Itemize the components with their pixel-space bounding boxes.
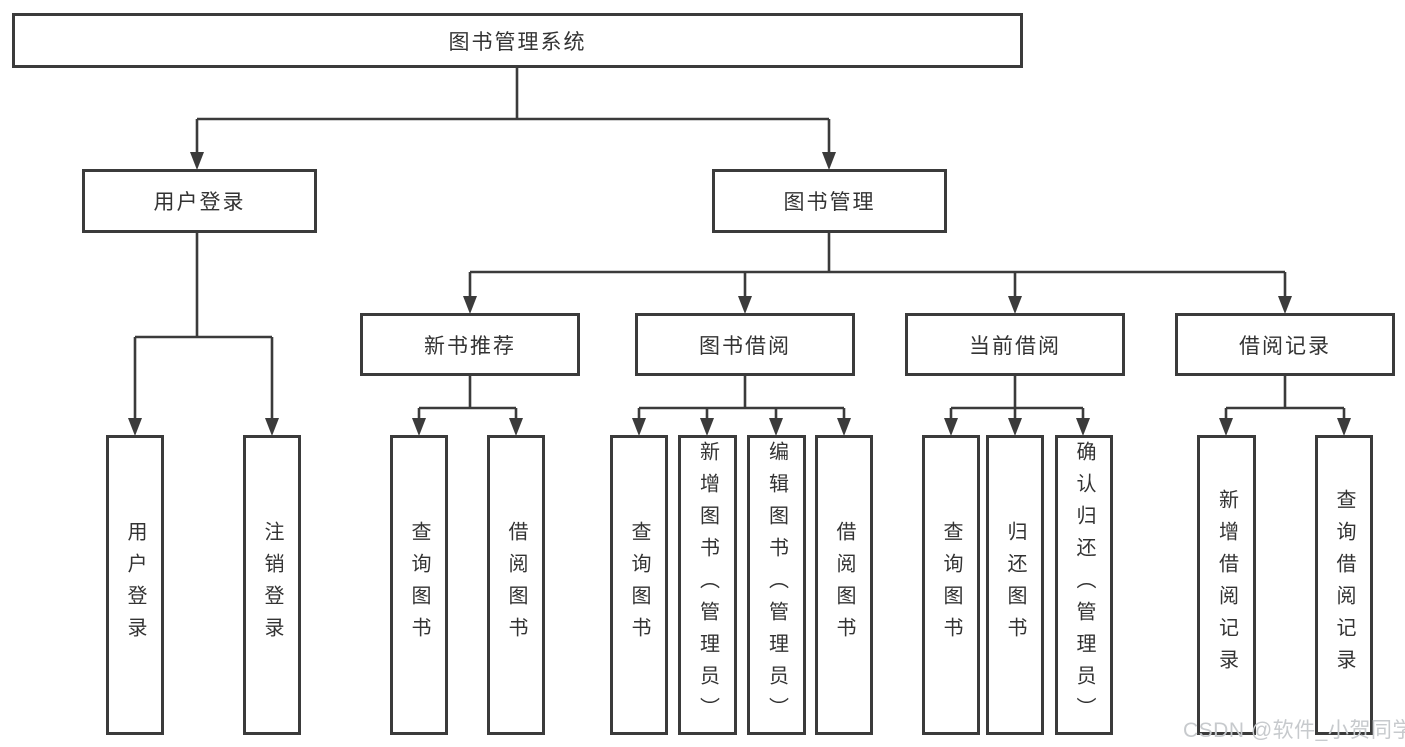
- node-current-borrow: 当前借阅: [905, 313, 1125, 376]
- leaf-query-borrow-record: 查询借阅记录: [1315, 435, 1373, 735]
- csdn-watermark: CSDN @软件_小贺同学: [1183, 719, 1405, 742]
- node-root: 图书管理系统: [12, 13, 1023, 68]
- arrowheads: [128, 152, 1351, 436]
- node-book-management-branch: 图书管理: [712, 169, 947, 233]
- leaf-borrow-books-recommend: 借阅图书: [487, 435, 545, 735]
- node-book-borrow: 图书借阅: [635, 313, 855, 376]
- connector-lines: [133, 68, 1346, 424]
- leaf-query-books-current: 查询图书: [922, 435, 980, 735]
- node-user-login-branch: 用户登录: [82, 169, 317, 233]
- leaf-add-books-admin: 新增图书（管理员）: [678, 435, 737, 735]
- leaf-logout: 注销登录: [243, 435, 301, 735]
- leaf-query-books-recommend: 查询图书: [390, 435, 448, 735]
- leaf-borrow-books: 借阅图书: [815, 435, 873, 735]
- leaf-user-login: 用户登录: [106, 435, 164, 735]
- node-new-book-recommend: 新书推荐: [360, 313, 580, 376]
- leaf-return-books: 归还图书: [986, 435, 1044, 735]
- leaf-edit-books-admin: 编辑图书（管理员）: [747, 435, 806, 735]
- leaf-add-borrow-record: 新增借阅记录: [1197, 435, 1256, 735]
- node-borrow-record: 借阅记录: [1175, 313, 1395, 376]
- leaf-confirm-return-admin: 确认归还（管理员）: [1055, 435, 1113, 735]
- leaf-query-books-borrow: 查询图书: [610, 435, 668, 735]
